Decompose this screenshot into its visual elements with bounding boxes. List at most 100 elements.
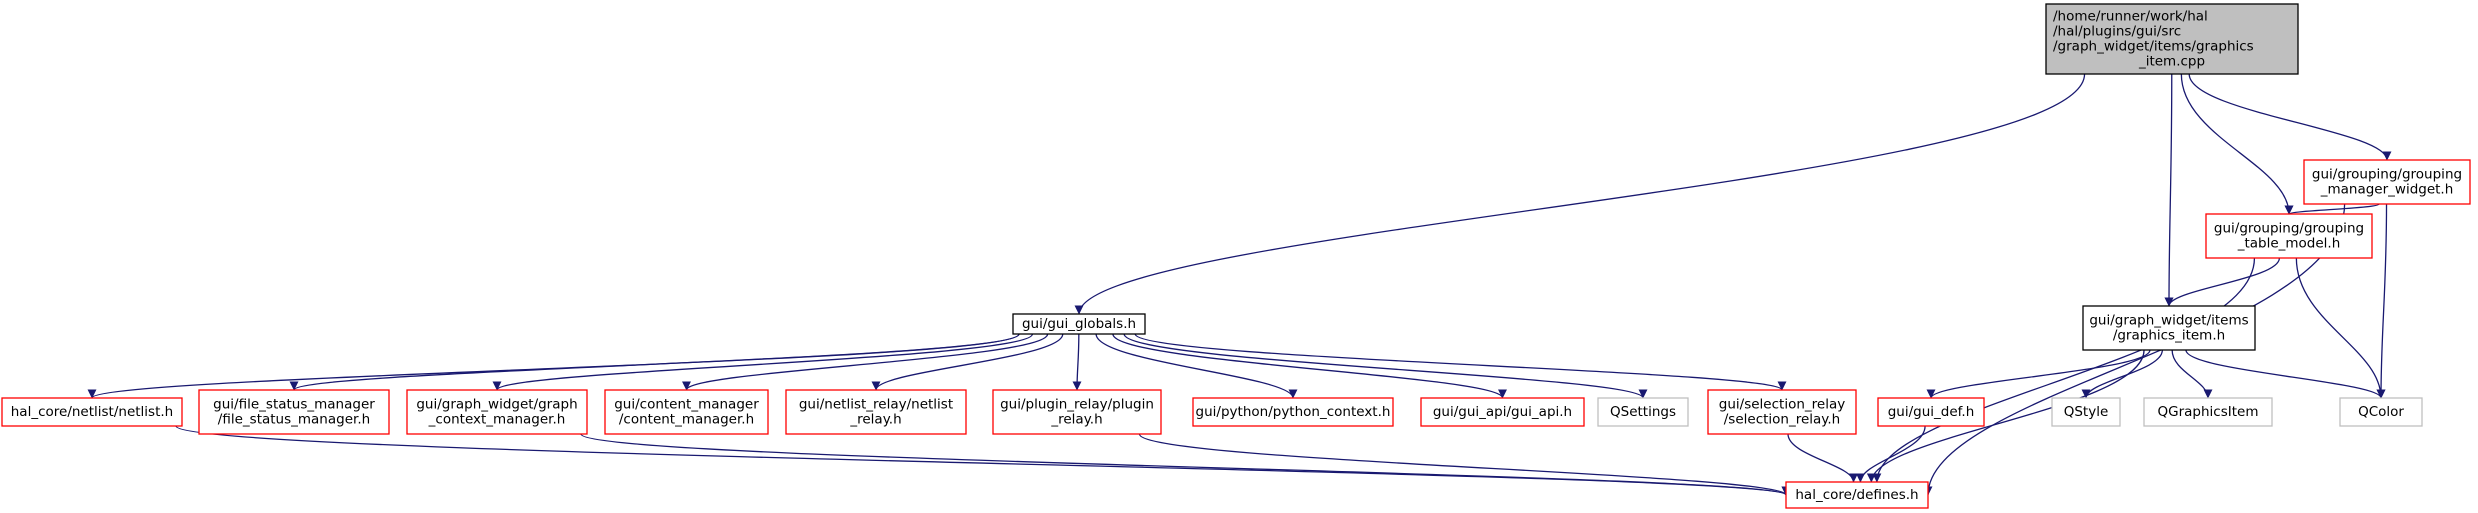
edge-selection_relay-to-defines — [1787, 433, 1859, 483]
node-box-netlist — [1, 397, 183, 427]
node-label-netlist_relay-line-1: _relay.h — [849, 412, 901, 428]
node-label-grouping_table_model-line-1: _table_model.h — [2237, 236, 2341, 252]
edge-plugin_relay-to-defines — [1138, 433, 1791, 496]
edge-graphics_item_h-to-qstyle — [2081, 349, 2164, 399]
node-label-graphics_item_cpp-line-3: _item.cpp — [2138, 54, 2205, 70]
node-label-gui_api-line-0: gui/gui_api/gui_api.h — [1433, 404, 1572, 420]
edge-grouping_table_model-to-qcolor — [2295, 257, 2386, 399]
edge-graphics_item_cpp-to-graphics_item_h — [2164, 73, 2174, 307]
node-gui_def[interactable]: gui/gui_def.h — [1877, 397, 1985, 427]
node-label-graphics_item_h-line-1: /graphics_item.h — [2113, 328, 2225, 344]
node-label-file_status_manager-line-1: /file_status_manager.h — [218, 412, 370, 428]
edge-grouping_table_model-to-defines — [1872, 257, 2256, 483]
edge-gui_globals-to-file_status_manager — [289, 333, 1020, 391]
node-gui_globals[interactable]: gui/gui_globals.h — [1012, 313, 1146, 335]
node-netlist_relay[interactable]: gui/netlist_relay/netlist_relay.h — [785, 389, 967, 435]
node-box-gui_globals — [1012, 313, 1146, 335]
node-grouping_table_model[interactable]: gui/grouping/grouping_table_model.h — [2205, 213, 2373, 259]
edge-grouping_manager_widget-to-grouping_table_model — [2284, 203, 2380, 215]
node-box-qcolor — [2339, 397, 2423, 427]
node-qgraphicsitem[interactable]: QGraphicsItem — [2143, 397, 2273, 427]
edge-gui_globals-to-selection_relay — [1134, 333, 1787, 391]
node-netlist[interactable]: hal_core/netlist/netlist.h — [1, 397, 183, 427]
node-box-qsettings — [1597, 397, 1689, 427]
node-label-content_manager-line-1: /content_manager.h — [619, 412, 754, 428]
node-label-selection_relay-line-0: gui/selection_relay — [1719, 397, 1845, 413]
node-label-grouping_manager_widget-line-0: gui/grouping/grouping — [2312, 167, 2462, 183]
node-graphics_item_cpp[interactable]: /home/runner/work/hal/hal/plugins/gui/sr… — [2045, 3, 2299, 75]
node-file_status_manager[interactable]: gui/file_status_manager/file_status_mana… — [198, 389, 390, 435]
node-box-file_status_manager — [198, 389, 390, 435]
edge-graphics_item_cpp-to-grouping_manager_widget — [2188, 73, 2392, 161]
node-plugin_relay[interactable]: gui/plugin_relay/plugin_relay.h — [992, 389, 1162, 435]
node-label-selection_relay-line-1: /selection_relay.h — [1724, 412, 1840, 428]
node-qcolor[interactable]: QColor — [2339, 397, 2423, 427]
node-box-selection_relay — [1707, 389, 1857, 435]
node-box-gui_def — [1877, 397, 1985, 427]
edges-layer — [87, 73, 2392, 496]
node-box-graph_context_manager — [406, 389, 588, 435]
edge-gui_globals-to-graph_context_manager — [492, 333, 1034, 391]
node-qsettings[interactable]: QSettings — [1597, 397, 1689, 427]
node-label-netlist_relay-line-0: gui/netlist_relay/netlist — [799, 397, 953, 413]
edge-gui_globals-to-gui_api — [1112, 333, 1507, 399]
node-box-defines — [1785, 481, 1929, 509]
node-box-graphics_item_h — [2082, 305, 2256, 351]
edge-gui_globals-to-python_context — [1095, 333, 1298, 399]
edge-grouping_table_model-to-graphics_item_h — [2164, 257, 2281, 307]
node-content_manager[interactable]: gui/content_manager/content_manager.h — [604, 389, 769, 435]
node-label-file_status_manager-line-0: gui/file_status_manager — [213, 397, 375, 413]
node-label-graphics_item_cpp-line-2: /graph_widget/items/graphics — [2053, 39, 2254, 55]
node-box-python_context — [1192, 397, 1394, 427]
nodes-layer: /home/runner/work/hal/hal/plugins/gui/sr… — [1, 3, 2471, 509]
node-label-plugin_relay-line-1: _relay.h — [1050, 412, 1102, 428]
node-python_context[interactable]: gui/python/python_context.h — [1192, 397, 1394, 427]
node-label-qcolor-line-0: QColor — [2358, 404, 2404, 420]
edge-graphics_item_cpp-to-grouping_table_model — [2180, 73, 2294, 215]
node-label-netlist-line-0: hal_core/netlist/netlist.h — [11, 404, 173, 420]
node-label-qstyle-line-0: QStyle — [2064, 404, 2109, 420]
node-grouping_manager_widget[interactable]: gui/grouping/grouping_manager_widget.h — [2303, 159, 2471, 205]
node-box-netlist_relay — [785, 389, 967, 435]
edge-graphics_item_cpp-to-gui_globals — [1074, 73, 2086, 315]
node-label-python_context-line-0: gui/python/python_context.h — [1196, 404, 1391, 420]
node-graph_context_manager[interactable]: gui/graph_widget/graph_context_manager.h — [406, 389, 588, 435]
edge-gui_globals-to-content_manager — [682, 333, 1049, 391]
node-label-gui_def-line-0: gui/gui_def.h — [1888, 404, 1975, 420]
node-box-gui_api — [1420, 397, 1585, 427]
edge-graphics_item_h-to-qgraphicsitem — [2171, 349, 2213, 399]
edge-gui_def-to-defines — [1855, 425, 1926, 483]
edge-gui_globals-to-plugin_relay — [1072, 333, 1082, 391]
edge-graph_context_manager-to-defines — [580, 433, 1791, 496]
node-label-qgraphicsitem-line-0: QGraphicsItem — [2158, 404, 2259, 420]
node-box-qstyle — [2051, 397, 2121, 427]
node-label-qsettings-line-0: QSettings — [1610, 404, 1676, 420]
edge-grouping_manager_widget-to-qcolor — [2376, 203, 2388, 399]
node-label-defines-line-0: hal_core/defines.h — [1795, 487, 1918, 503]
edge-gui_globals-to-netlist_relay — [871, 333, 1064, 391]
node-label-gui_globals-line-0: gui/gui_globals.h — [1022, 316, 1136, 332]
node-qstyle[interactable]: QStyle — [2051, 397, 2121, 427]
node-box-grouping_table_model — [2205, 213, 2373, 259]
node-box-grouping_manager_widget — [2303, 159, 2471, 205]
node-label-graph_context_manager-line-1: _context_manager.h — [428, 412, 566, 428]
node-label-graphics_item_h-line-0: gui/graph_widget/items — [2089, 313, 2248, 329]
node-label-plugin_relay-line-0: gui/plugin_relay/plugin — [1000, 397, 1154, 413]
node-box-qgraphicsitem — [2143, 397, 2273, 427]
node-label-graphics_item_cpp-line-1: /hal/plugins/gui/src — [2053, 24, 2181, 40]
edge-gui_globals-to-netlist — [87, 333, 1020, 399]
node-gui_api[interactable]: gui/gui_api/gui_api.h — [1420, 397, 1585, 427]
edge-graphics_item_h-to-defines — [1866, 349, 2145, 483]
node-defines[interactable]: hal_core/defines.h — [1785, 481, 1929, 509]
node-box-plugin_relay — [992, 389, 1162, 435]
edge-graphics_item_h-to-gui_def — [1926, 349, 2151, 399]
node-graphics_item_h[interactable]: gui/graph_widget/items/graphics_item.h — [2082, 305, 2256, 351]
node-label-grouping_manager_widget-line-1: _manager_widget.h — [2320, 182, 2454, 198]
node-selection_relay[interactable]: gui/selection_relay/selection_relay.h — [1707, 389, 1857, 435]
node-label-graph_context_manager-line-0: gui/graph_widget/graph — [416, 397, 577, 413]
edge-graphics_item_h-to-qcolor — [2185, 349, 2386, 399]
node-box-content_manager — [604, 389, 769, 435]
node-label-grouping_table_model-line-0: gui/grouping/grouping — [2214, 221, 2364, 237]
node-label-content_manager-line-0: gui/content_manager — [614, 397, 759, 413]
